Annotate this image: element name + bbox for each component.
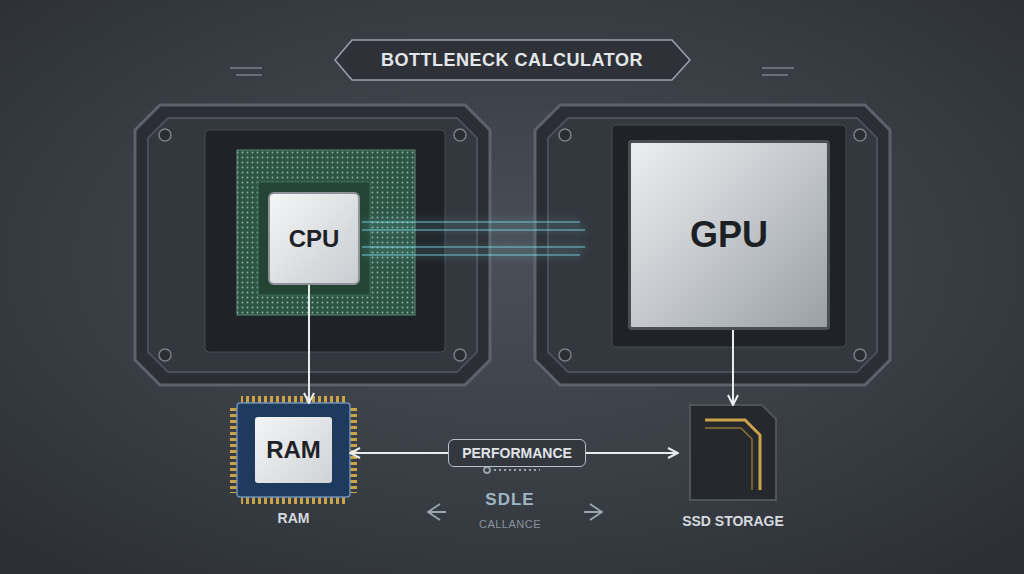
decoration [148,118,477,372]
decoration [454,349,466,361]
decoration [350,407,357,493]
decoration [236,74,262,76]
decoration [584,504,602,520]
decoration [494,469,540,471]
node-label: SSD STORAGE [678,513,788,529]
decorative-arrows [428,467,602,520]
flow-arrow [350,452,448,454]
gpu-chip: GPU [628,140,830,330]
decoration [362,254,580,256]
node-label: PERFORMANCE [462,445,572,461]
decoration [241,396,346,403]
decoration [559,349,571,361]
node-label: RAM [255,417,332,483]
decoration [159,349,171,361]
decoration [258,182,370,295]
gpu-panel [535,105,890,385]
ssd-storage: SSD STORAGE [678,405,788,535]
decoration [762,74,788,76]
decoration [135,105,490,385]
decoration [454,129,466,141]
decoration [428,504,446,520]
decoration [559,129,866,361]
decoration [237,150,415,315]
flow-arrow [732,330,734,405]
decoration [241,497,346,504]
decoration [535,105,890,385]
decoration [762,67,794,69]
decoration [230,407,237,493]
decoration [854,349,866,361]
decoration [854,129,866,141]
decoration [362,229,585,231]
node-label: CPU [289,225,340,253]
watermark-text: CALLANCE [479,518,541,530]
decoration [559,129,571,141]
decoration [705,420,760,490]
ssd-icon [690,405,776,500]
decoration [484,467,490,473]
cpu-panel [135,105,490,385]
decoration [705,428,752,490]
performance-pill: PERFORMANCE [448,439,586,467]
data-flow-arrow [360,237,628,241]
node-caption: RAM [237,510,350,526]
ram-chip [230,396,357,504]
decoration [362,221,580,223]
decoration [230,67,262,69]
decoration [237,150,415,315]
cpu-chip: CPU [268,192,360,285]
flow-arrow [586,452,678,454]
decoration [205,130,445,352]
decoration [362,246,585,248]
title-banner [230,40,794,80]
watermark-text: SDLE [485,490,534,510]
decoration [237,403,350,497]
decoration [690,405,776,500]
flow-arrow [308,285,310,403]
decoration [335,40,690,80]
ram-module: RAM RAM [237,403,350,535]
title: BOTTLENECK CALCULATOR [381,50,643,71]
node-label: GPU [690,214,768,256]
decoration [159,129,466,361]
decoration [612,125,846,347]
decoration [159,129,171,141]
decoration [548,118,877,372]
